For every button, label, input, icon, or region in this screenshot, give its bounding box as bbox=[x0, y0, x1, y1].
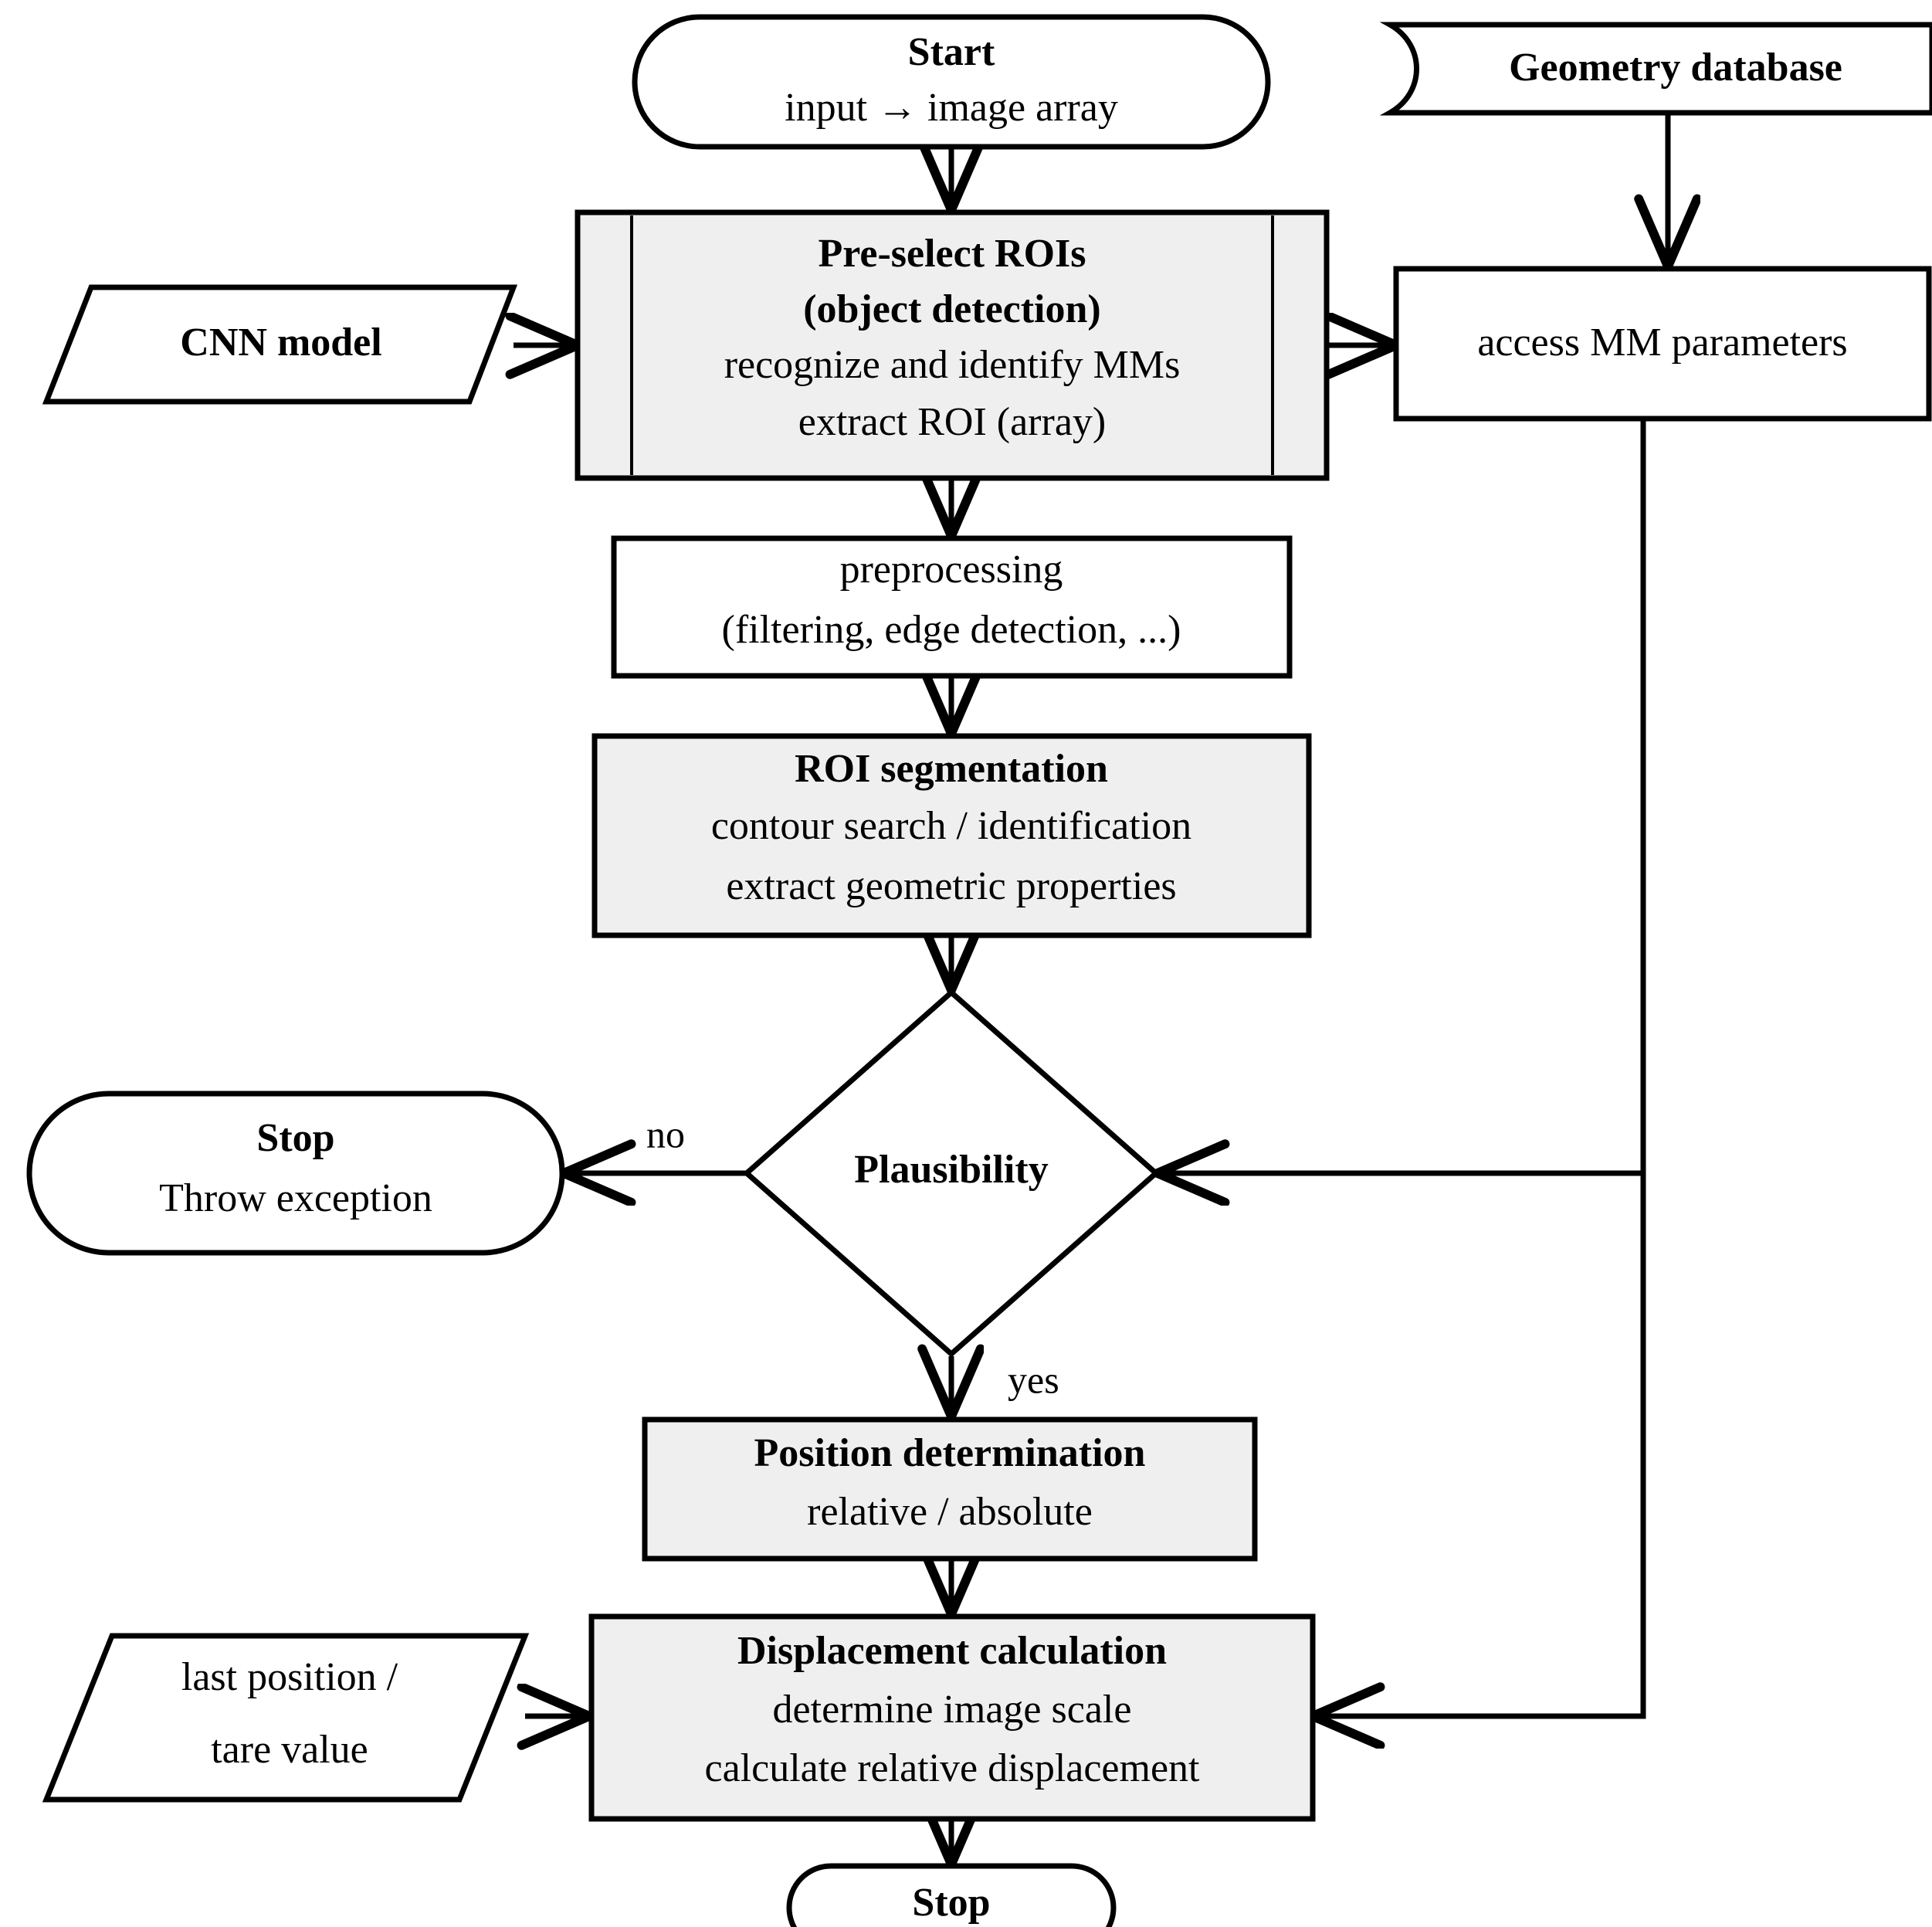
stop-end-label: Stop bbox=[912, 1881, 990, 1925]
node-displacement-calculation[interactable]: Displacement calculation determine image… bbox=[588, 1613, 1316, 1822]
preprocessing-shape bbox=[611, 535, 1293, 679]
access-mm-parameters-label: access MM parameters bbox=[1477, 321, 1847, 365]
node-stop-exception[interactable]: Stop Throw exception bbox=[26, 1091, 565, 1256]
preselect-rois-line4: extract ROI (array) bbox=[798, 400, 1106, 444]
edge-label-yes: yes bbox=[1008, 1358, 1059, 1401]
node-access-mm-parameters[interactable]: access MM parameters bbox=[1393, 266, 1932, 422]
geometry-database-shape bbox=[1379, 22, 1932, 116]
cnn-model-shape bbox=[42, 284, 518, 405]
last-position-line1: last position / bbox=[181, 1655, 398, 1699]
node-preprocessing[interactable]: preprocessing (filtering, edge detection… bbox=[611, 535, 1293, 679]
edges-layer bbox=[514, 114, 1668, 1864]
stop-exception-title: Stop bbox=[256, 1116, 334, 1160]
position-determination-shape bbox=[642, 1416, 1258, 1562]
preselect-rois-line3: recognize and identify MMs bbox=[724, 343, 1181, 387]
node-last-position[interactable]: last position / tare value bbox=[42, 1633, 530, 1803]
preprocessing-line1: preprocessing bbox=[840, 548, 1063, 592]
node-roi-segmentation[interactable]: ROI segmentation contour search / identi… bbox=[591, 733, 1312, 938]
node-stop-end[interactable]: Stop bbox=[786, 1863, 1117, 1927]
roi-segmentation-line2: contour search / identification bbox=[711, 804, 1191, 848]
stop-exception-subtitle: Throw exception bbox=[159, 1176, 432, 1220]
displacement-calculation-shape bbox=[588, 1613, 1316, 1822]
plausibility-label: Plausibility bbox=[854, 1148, 1048, 1192]
preprocessing-line2: (filtering, edge detection, ...) bbox=[722, 608, 1181, 652]
edge-accessmm-to-displacement bbox=[1313, 1173, 1646, 1716]
cnn-model-label: CNN model bbox=[180, 321, 381, 365]
plausibility-shape bbox=[742, 989, 1161, 1358]
last-position-shape bbox=[42, 1633, 530, 1803]
edge-label-no: no bbox=[646, 1112, 685, 1155]
node-cnn-model[interactable]: CNN model bbox=[42, 284, 518, 405]
displacement-calculation-line2: determine image scale bbox=[773, 1688, 1132, 1732]
preselect-rois-line1: Pre-select ROIs bbox=[818, 232, 1086, 276]
preselect-rois-shape bbox=[575, 209, 1330, 481]
start-shape bbox=[632, 14, 1271, 150]
preselect-rois-line2: (object detection) bbox=[803, 287, 1101, 331]
node-start[interactable]: Start input → image array bbox=[632, 14, 1271, 150]
geometry-database-label: Geometry database bbox=[1509, 46, 1842, 90]
stop-end-shape bbox=[786, 1863, 1117, 1927]
roi-segmentation-shape bbox=[591, 733, 1312, 938]
start-title: Start bbox=[908, 30, 995, 74]
start-subtitle: input → image array bbox=[785, 86, 1118, 130]
displacement-calculation-line1: Displacement calculation bbox=[737, 1629, 1167, 1673]
roi-segmentation-line3: extract geometric properties bbox=[726, 864, 1176, 908]
node-position-determination[interactable]: Position determination relative / absolu… bbox=[642, 1416, 1258, 1562]
node-geometry-database[interactable]: Geometry database bbox=[1379, 22, 1932, 116]
stop-exception-shape bbox=[26, 1091, 565, 1256]
position-determination-line1: Position determination bbox=[754, 1431, 1146, 1475]
roi-segmentation-line1: ROI segmentation bbox=[795, 747, 1108, 791]
node-plausibility[interactable]: Plausibility bbox=[742, 989, 1161, 1358]
position-determination-line2: relative / absolute bbox=[807, 1490, 1093, 1534]
access-mm-parameters-shape bbox=[1393, 266, 1932, 422]
node-preselect-rois[interactable]: Pre-select ROIs (object detection) recog… bbox=[575, 209, 1330, 481]
displacement-calculation-line3: calculate relative displacement bbox=[705, 1746, 1201, 1790]
last-position-line2: tare value bbox=[211, 1728, 368, 1772]
